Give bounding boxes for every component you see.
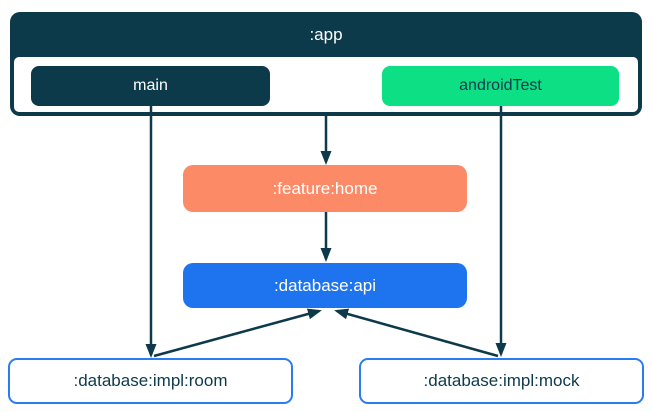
module-database-impl-mock: :database:impl:mock xyxy=(359,358,644,404)
module-database-impl-room: :database:impl:room xyxy=(8,358,293,404)
module-app: :app main androidTest xyxy=(10,12,642,116)
edge-database-impl-mock-to-database-api xyxy=(334,308,499,358)
module-app-label: :app xyxy=(309,24,343,44)
source-set-androidtest: androidTest xyxy=(382,66,619,106)
module-feature-home: :feature:home xyxy=(183,165,467,212)
edge-database-impl-room-to-database-api xyxy=(153,308,322,358)
module-database-api: :database:api xyxy=(183,263,467,308)
source-set-main: main xyxy=(31,66,270,106)
app-source-sets-area: main androidTest xyxy=(14,57,638,112)
